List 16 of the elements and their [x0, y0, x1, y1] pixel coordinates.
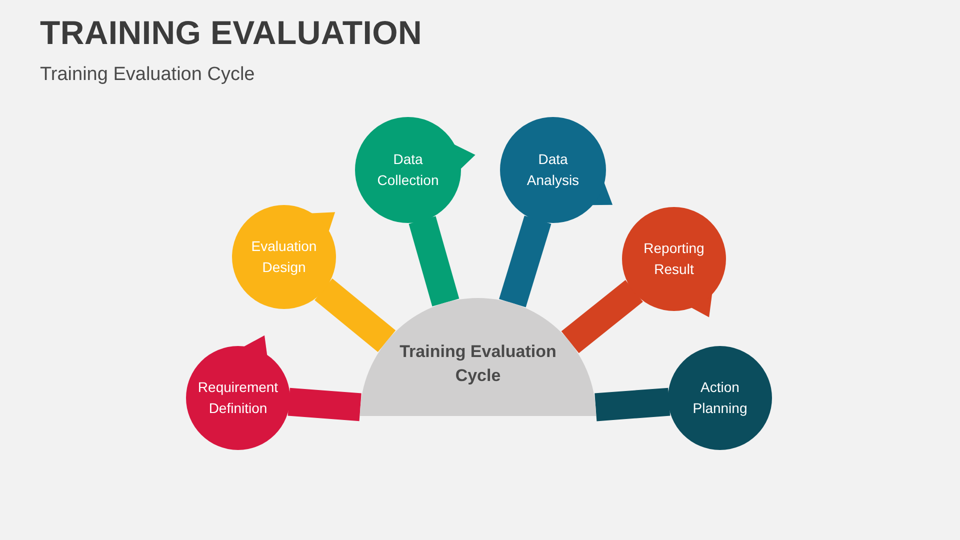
step-label: Action Planning [692, 378, 748, 418]
semicircle-hub [360, 298, 596, 416]
step-label: Data Analysis [526, 150, 580, 190]
title: TRAINING EVALUATION [40, 14, 422, 52]
connector-bar [408, 216, 460, 306]
connector-bar [594, 388, 670, 422]
step-label: Reporting Result [642, 239, 706, 279]
hub-label: Training Evaluation Cycle [398, 341, 558, 387]
step-label: Evaluation Design [250, 237, 318, 277]
connector-bar [314, 278, 396, 352]
step-label: Data Collection [376, 150, 440, 190]
connector-bar [499, 216, 552, 308]
subtitle: Training Evaluation Cycle [40, 64, 255, 86]
connector-bar [561, 280, 643, 354]
step-label: Requirement Definition [197, 378, 279, 418]
connector-bar [288, 388, 362, 422]
